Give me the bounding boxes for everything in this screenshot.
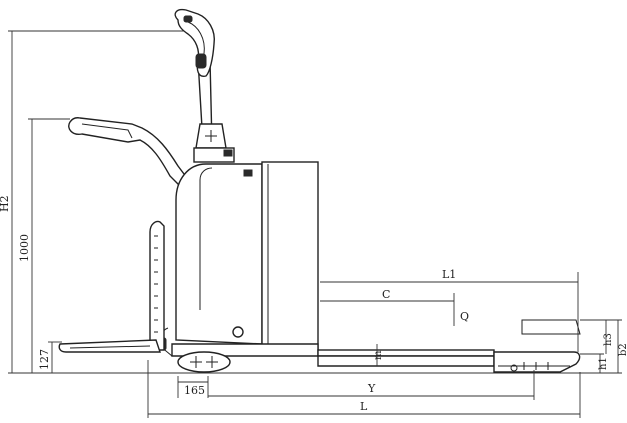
raised-fork-outline — [521, 319, 622, 335]
length-dimension-l1: L1 — [320, 268, 579, 352]
operator-platform — [149, 220, 165, 351]
drive-wheel — [177, 351, 231, 373]
platform-plate — [58, 339, 161, 353]
dimension-label-h2: H2 — [0, 195, 11, 212]
dimension-label-l1: L1 — [442, 268, 456, 281]
tiller-head — [193, 123, 235, 163]
raised-height-dimension-b2: b2 — [617, 320, 627, 373]
load-roller-marks — [520, 362, 552, 370]
truck-chassis — [157, 161, 319, 357]
fork-height-dimension-h1: h1 — [580, 353, 609, 373]
fork-lowered-height-dimension: 127 — [38, 341, 62, 373]
dimension-label-wheel-offset: 165 — [184, 384, 205, 397]
side-grab-handle — [68, 117, 192, 187]
dimension-label-fork-lowered: 127 — [38, 349, 51, 370]
wheelbase-dimension-y: Y — [208, 370, 535, 400]
wheel-offset-dimension: 165 — [177, 376, 209, 398]
dimension-label-b2: b2 — [618, 343, 627, 356]
lift-height-dimension-h3: h3 — [603, 320, 614, 354]
fork-arm — [317, 349, 581, 373]
dimension-label-m: m — [373, 350, 384, 360]
dimension-label-y: Y — [367, 382, 376, 395]
dimension-label-h1: h1 — [598, 357, 609, 370]
dimension-label-l: L — [360, 400, 368, 413]
dimension-label-h3: h3 — [603, 333, 614, 346]
dimension-label-handle-height: 1000 — [18, 234, 31, 262]
dimension-label-c: C — [382, 288, 390, 301]
handle-height-dimension: 1000 — [18, 118, 70, 373]
overall-length-dimension-l: L — [147, 360, 581, 418]
ground-clearance-m: m — [373, 344, 384, 366]
load-centre-dimension-c: C Q — [320, 288, 469, 326]
dimension-label-q: Q — [460, 310, 469, 323]
